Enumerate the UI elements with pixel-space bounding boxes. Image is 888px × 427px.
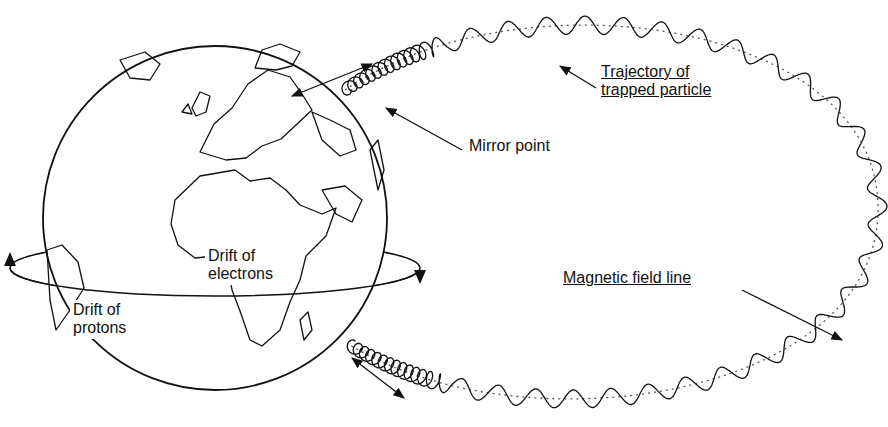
earth-globe <box>43 46 387 390</box>
drift-arrow-right <box>414 270 426 284</box>
drift-electrons-label: Drift of electrons <box>205 246 297 285</box>
trajectory-label: Trajectory of trapped particle <box>598 62 734 101</box>
field-line-label: Magnetic field line <box>560 268 694 288</box>
continent-outlines <box>47 44 384 346</box>
mirror-point-label: Mirror point <box>466 136 553 156</box>
bounce-arrow <box>292 64 372 96</box>
bounce-arrow <box>352 358 404 398</box>
leader-line <box>560 66 596 88</box>
leader-line <box>742 290 842 340</box>
magnetic-field-line <box>345 25 878 399</box>
leader-line <box>386 108 462 150</box>
drift-protons-label: Drift of protons <box>70 300 162 339</box>
drift-arrow-left <box>4 252 16 266</box>
particle-trajectory <box>342 16 887 408</box>
